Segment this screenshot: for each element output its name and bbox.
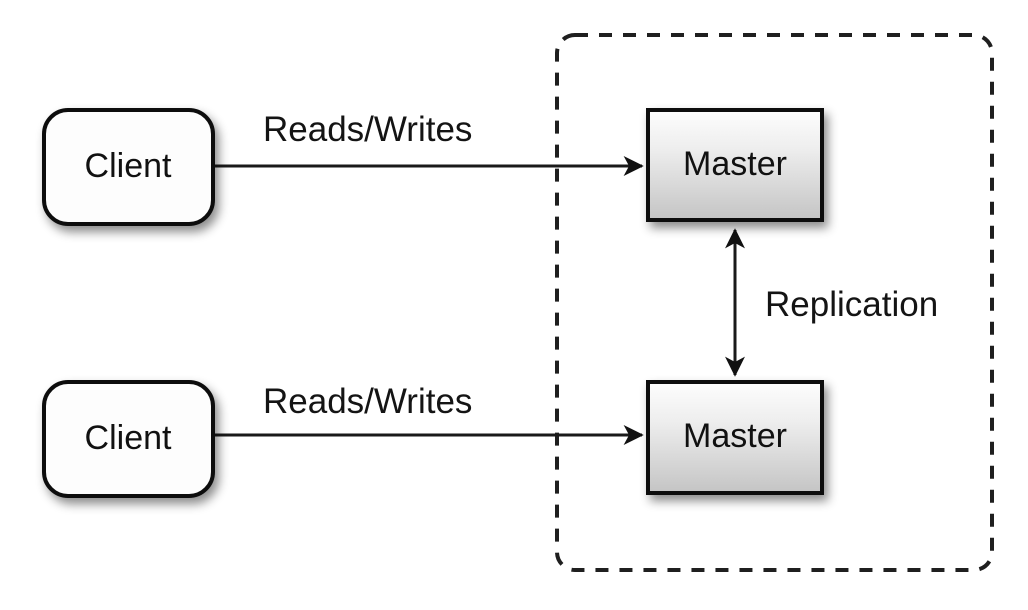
master-2-box — [646, 380, 824, 495]
master-2-label: Master — [683, 417, 787, 455]
node-master-1[interactable]: Master — [646, 108, 824, 222]
client-2-label: Client — [85, 419, 172, 457]
master-1-label: Master — [683, 145, 787, 183]
node-client-1[interactable]: Client — [42, 108, 215, 226]
client-1-box — [42, 108, 215, 226]
client-1-label: Client — [85, 147, 172, 185]
client-2-box — [42, 380, 215, 498]
edge-label-replication: Replication — [765, 285, 938, 324]
replication-cluster-boundary — [555, 33, 994, 572]
edge-label-reads-writes-bottom: Reads/Writes — [263, 382, 472, 421]
node-master-2[interactable]: Master — [646, 380, 824, 495]
node-client-2[interactable]: Client — [42, 380, 215, 498]
edge-label-reads-writes-top: Reads/Writes — [263, 110, 472, 149]
master-1-box — [646, 108, 824, 222]
